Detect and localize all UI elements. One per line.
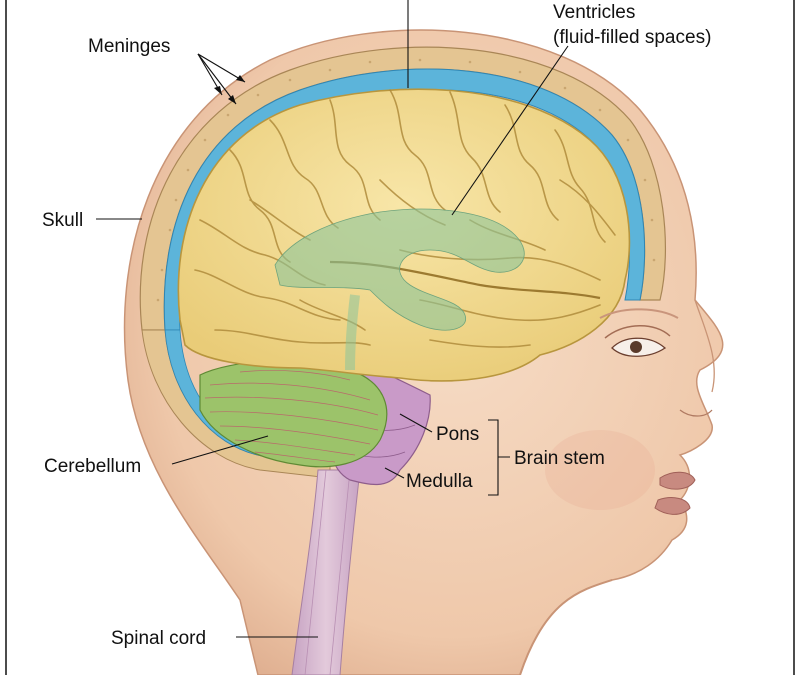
brain-stem-bracket bbox=[488, 419, 510, 496]
cerebellum-label: Cerebellum bbox=[44, 456, 141, 477]
ventricles-label-line2: (fluid-filled spaces) bbox=[553, 27, 711, 48]
ventricles-label-line1: Ventricles bbox=[553, 2, 635, 23]
skull-label: Skull bbox=[42, 210, 83, 231]
pons-label: Pons bbox=[436, 424, 479, 445]
spinal-cord-label: Spinal cord bbox=[111, 628, 206, 649]
spinal-cord bbox=[291, 469, 361, 675]
meninges-arrowheads bbox=[214, 75, 245, 104]
meninges-label: Meninges bbox=[88, 36, 170, 57]
medulla-label: Medulla bbox=[406, 471, 473, 492]
brain-stem-label: Brain stem bbox=[514, 448, 605, 469]
ventricles bbox=[274, 208, 525, 331]
lips bbox=[654, 471, 696, 515]
leader-lines bbox=[96, 0, 569, 638]
